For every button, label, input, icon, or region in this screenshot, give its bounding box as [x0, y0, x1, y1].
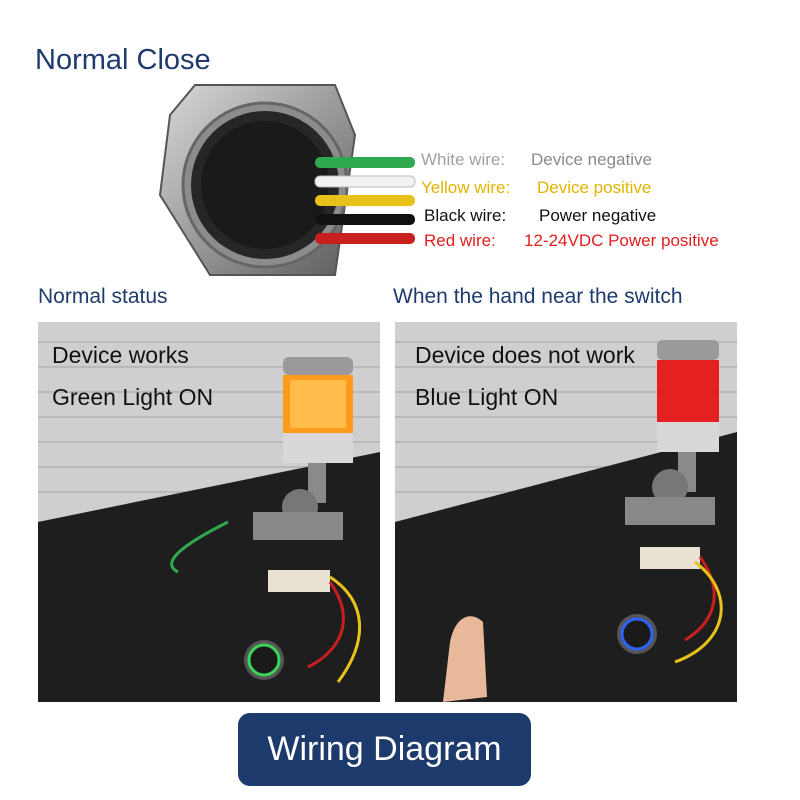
wire-desc-white: Device negative — [531, 150, 652, 169]
wire-desc-black: Power negative — [539, 206, 657, 225]
wire-label-yellow: Yellow wire: — [421, 178, 511, 197]
hand-near-photo: Device does not work Blue Light ON — [395, 322, 737, 702]
hand-near-line2: Blue Light ON — [415, 384, 559, 410]
normal-status-line2: Green Light ON — [52, 384, 214, 410]
wire-label-black: Black wire: — [424, 206, 507, 225]
page-title: Normal Close — [35, 44, 211, 76]
hand-near-heading: When the hand near the switch — [393, 285, 683, 308]
wire-desc-yellow: Device positive — [537, 178, 652, 197]
wire-label-white: White wire: — [421, 150, 506, 169]
switch-closeup-image — [150, 75, 420, 290]
wire-desc-red: 12-24VDC Power positive — [524, 231, 719, 250]
normal-status-photo: Device works Green Light ON — [38, 322, 380, 702]
wire-label-red: Red wire: — [424, 231, 496, 250]
normal-status-line1: Device works — [52, 342, 189, 368]
wiring-diagram-button[interactable]: Wiring Diagram — [238, 713, 531, 786]
normal-status-heading: Normal status — [38, 285, 168, 308]
hand-near-line1: Device does not work — [415, 342, 635, 368]
